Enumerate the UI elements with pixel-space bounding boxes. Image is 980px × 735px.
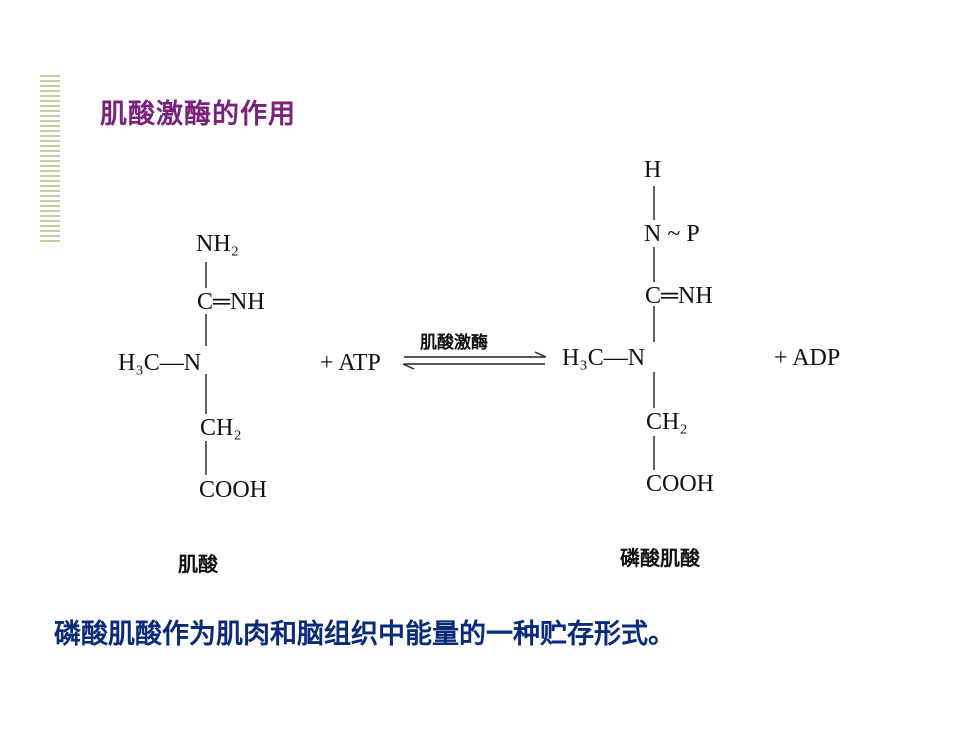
creatine-methyl-n: H₃C—N <box>118 350 202 376</box>
phosphocreatine-h: H <box>644 157 662 183</box>
creatine-ch2: CH₂ <box>200 415 242 441</box>
phosphocreatine-cooh: COOH <box>646 471 715 497</box>
phosphocreatine-n-phosphate: N ~ P <box>644 221 700 247</box>
decorative-stripes <box>40 75 60 242</box>
phosphocreatine-imine-group: C═NH <box>645 283 713 309</box>
creatine-imine-group: C═NH <box>197 289 265 315</box>
adp-product: + ADP <box>774 345 841 371</box>
creatine-amine-group: NH₂ <box>196 231 240 257</box>
phosphocreatine-ch2: CH₂ <box>646 409 688 435</box>
slide-title: 肌酸激酶的作用 <box>100 99 296 130</box>
summary-sentence: 磷酸肌酸作为肌肉和脑组织中能量的一种贮存形式。 <box>54 619 675 650</box>
creatine-cooh: COOH <box>199 477 268 503</box>
enzyme-label: 肌酸激酶 <box>420 333 488 353</box>
creatine-name-label: 肌酸 <box>178 552 218 576</box>
phosphocreatine-name-label: 磷酸肌酸 <box>620 546 700 570</box>
atp-reactant: + ATP <box>320 350 381 376</box>
phosphocreatine-methyl-n: H₃C—N <box>562 345 646 371</box>
